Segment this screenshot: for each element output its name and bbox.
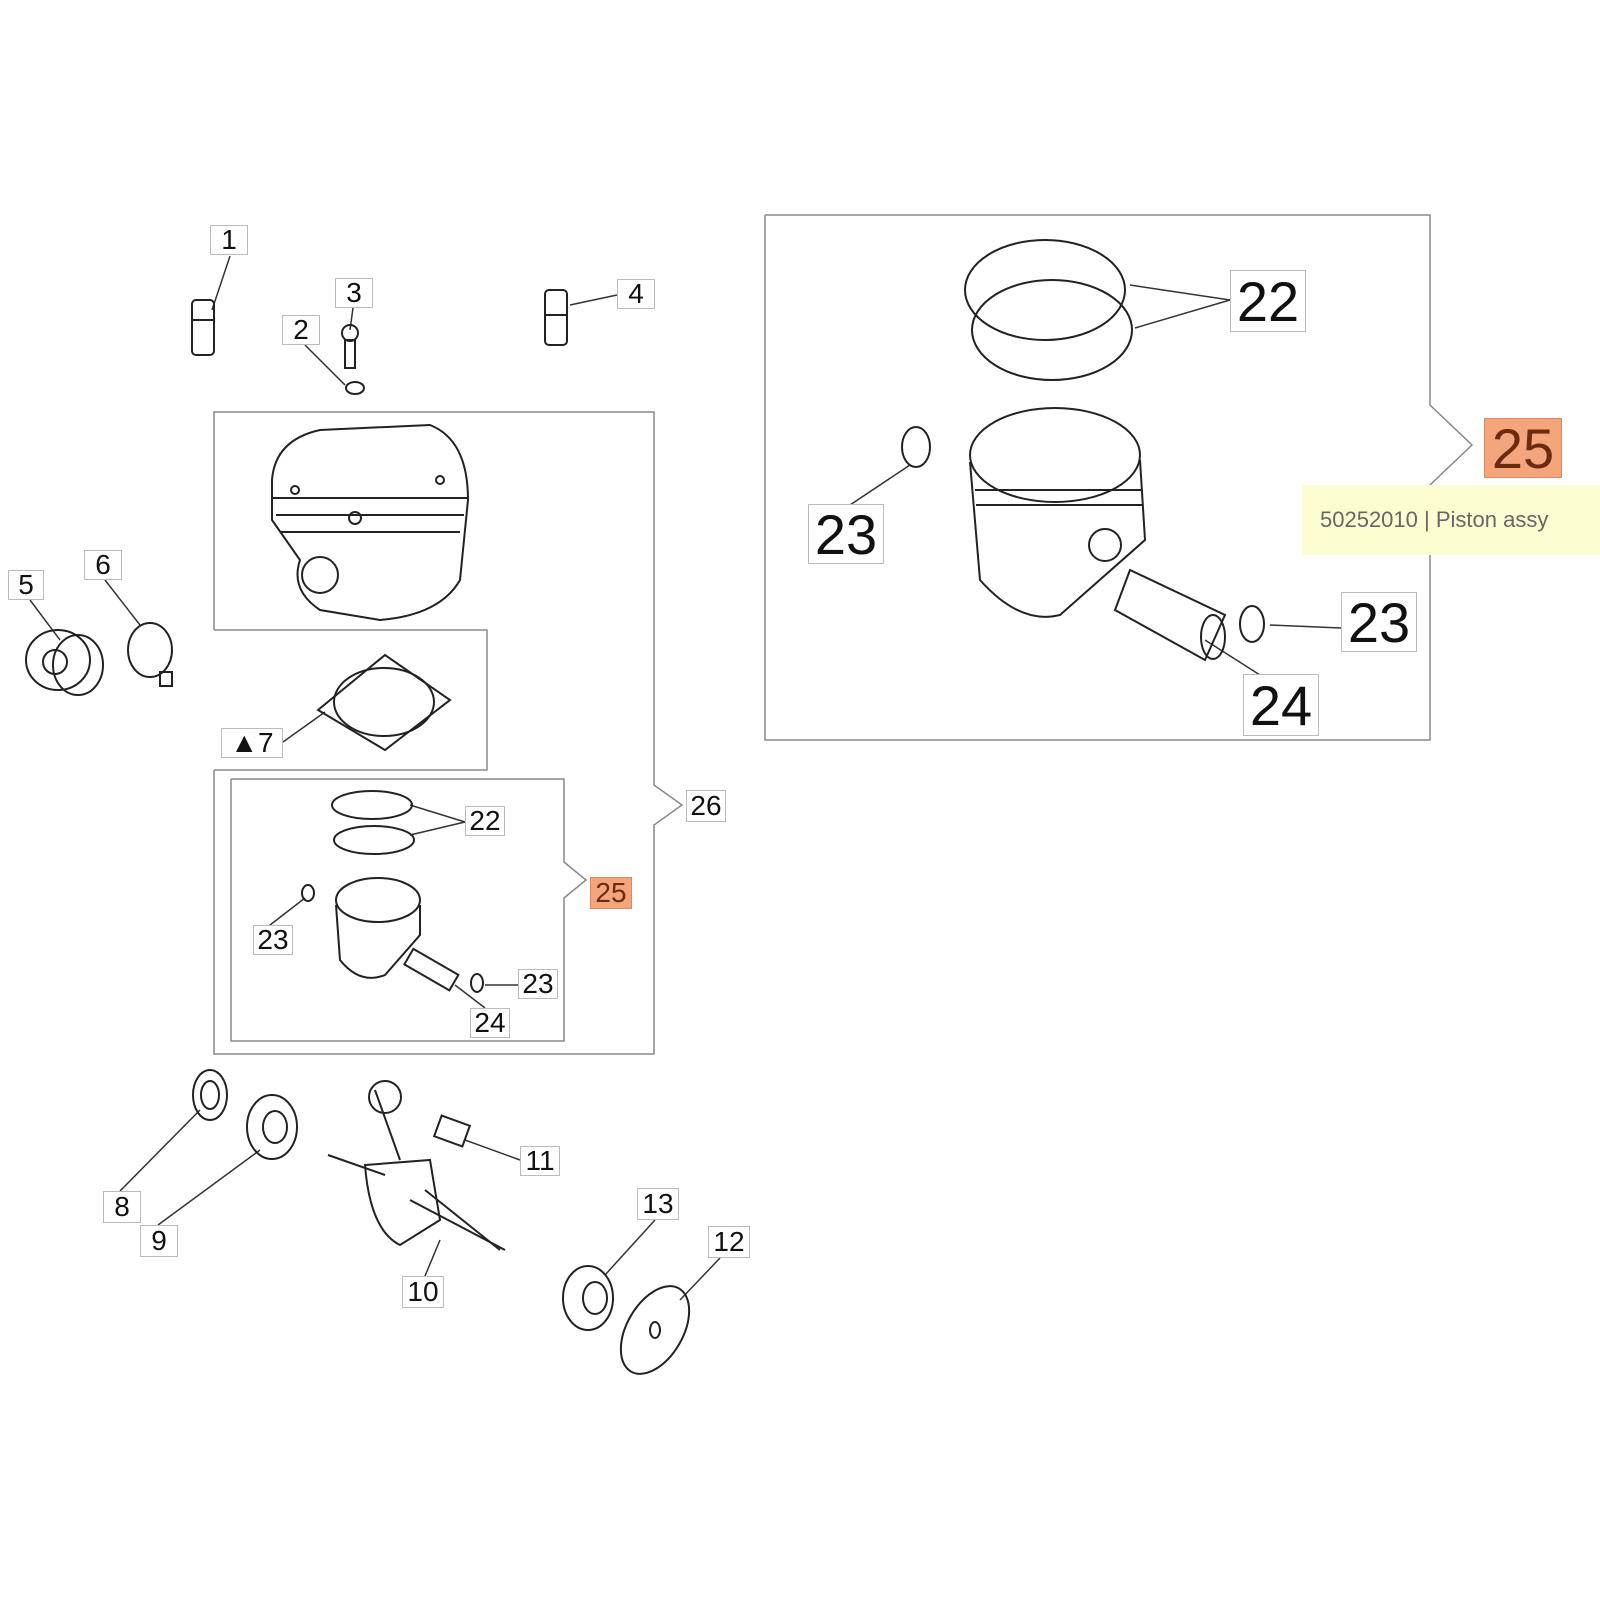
part-bearing-13 xyxy=(562,1265,614,1331)
callout-2[interactable]: 2 xyxy=(282,314,320,345)
part-piston-small xyxy=(301,790,484,993)
part-clamp xyxy=(127,622,173,687)
detail-callout-25-highlighted[interactable]: 25 xyxy=(1484,417,1562,480)
part-seal xyxy=(192,1069,228,1121)
callout-23[interactable]: 23 xyxy=(253,924,293,955)
callout-13[interactable]: 13 xyxy=(637,1188,679,1220)
callout-10[interactable]: 10 xyxy=(402,1276,444,1308)
detail-callout-23[interactable]: 23 xyxy=(1341,591,1417,654)
callout-4[interactable]: 4 xyxy=(617,278,655,309)
detail-callout-23[interactable]: 23 xyxy=(808,503,884,566)
callout-26[interactable]: 26 xyxy=(686,790,726,822)
part-cylinder xyxy=(271,423,470,622)
part-bearing-9 xyxy=(246,1094,298,1160)
callout-3[interactable]: 3 xyxy=(335,277,373,308)
detail-callout-22[interactable]: 22 xyxy=(1230,270,1306,333)
callout-25-highlighted[interactable]: 25 xyxy=(590,877,632,909)
part-gasket xyxy=(316,653,452,752)
callout-6[interactable]: 6 xyxy=(84,549,122,580)
part-crankshaft xyxy=(327,1080,506,1251)
group-frames xyxy=(213,214,1474,1055)
callout-22[interactable]: 22 xyxy=(465,805,505,836)
part-intake-flange xyxy=(25,629,104,696)
part-valve xyxy=(544,289,568,346)
part-screw xyxy=(341,324,365,395)
callout-5[interactable]: 5 xyxy=(8,569,44,600)
detail-callout-24[interactable]: 24 xyxy=(1243,674,1319,737)
part-washer xyxy=(619,1285,691,1375)
callout-23[interactable]: 23 xyxy=(518,968,558,999)
part-piston-detail xyxy=(901,239,1265,662)
callout-12[interactable]: 12 xyxy=(708,1226,750,1258)
callout-7[interactable]: ▲7 xyxy=(221,727,283,758)
callout-1[interactable]: 1 xyxy=(210,224,248,255)
part-needle-bearing xyxy=(432,1114,472,1148)
callout-9[interactable]: 9 xyxy=(140,1225,178,1257)
part-tooltip: 50252010 | Piston assy xyxy=(1302,485,1600,555)
callout-24[interactable]: 24 xyxy=(470,1007,510,1038)
callout-11[interactable]: 11 xyxy=(520,1145,560,1176)
leader-lines xyxy=(29,255,1342,1301)
callout-8[interactable]: 8 xyxy=(103,1191,141,1223)
part-spark-plug xyxy=(191,299,215,356)
